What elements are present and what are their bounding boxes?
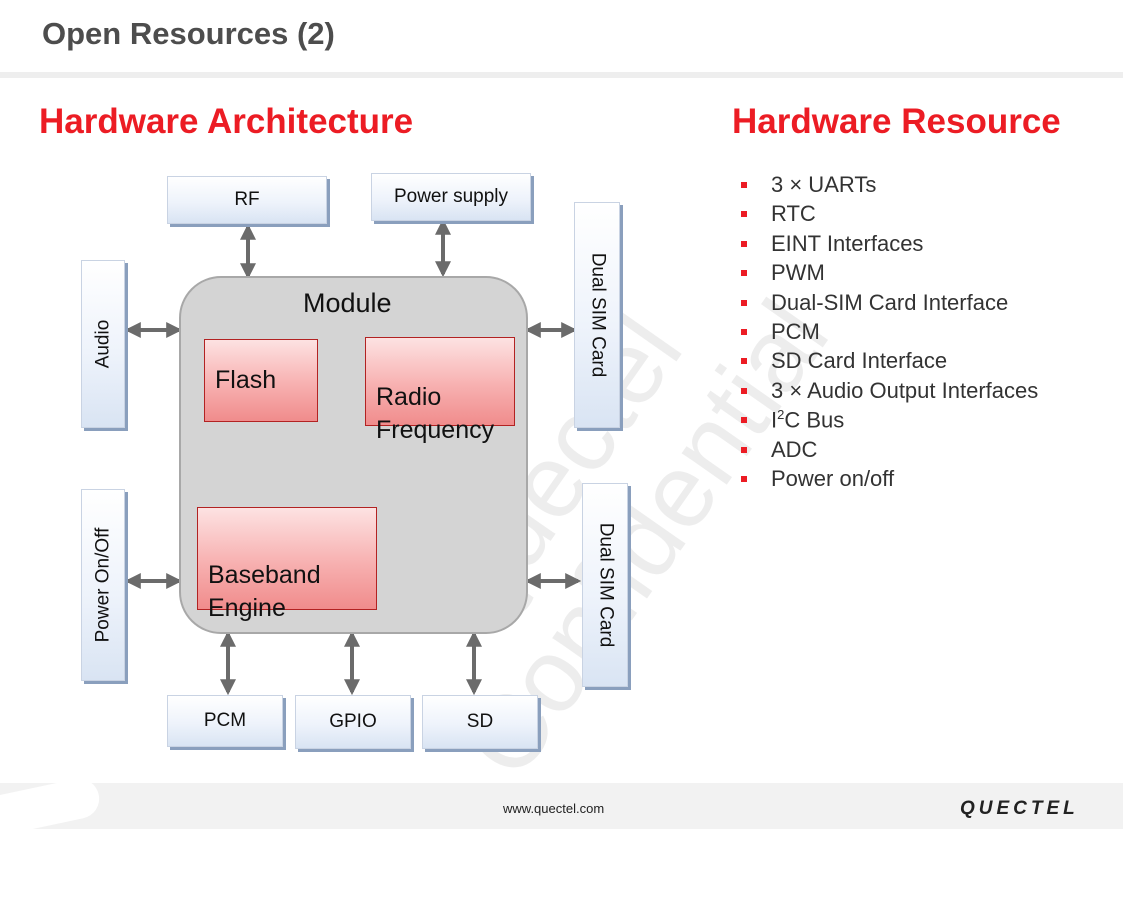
audio-box: Audio [81, 260, 125, 428]
quectel-logo: QUECTEL [960, 798, 1079, 819]
footer-bar [0, 783, 1123, 829]
pcm-label: PCM [203, 710, 247, 731]
sd-label: SD [466, 711, 494, 732]
hardware-resource-list: 3 × UARTs RTC EINT Interfaces PWM Dual-S… [740, 172, 1038, 495]
gpio-box: GPIO [295, 695, 411, 749]
baseband-engine-block: Baseband Engine [197, 507, 377, 622]
list-item-eint: EINT Interfaces [740, 231, 1038, 260]
flash-label: Flash [215, 366, 277, 394]
architecture-title: Hardware Architecture [39, 102, 414, 141]
list-item-pcm: PCM [740, 319, 1038, 348]
footer-url: www.quectel.com [503, 801, 605, 816]
list-item-pwm: PWM [740, 260, 1038, 289]
list-item-dual-sim: Dual-SIM Card Interface [740, 290, 1038, 319]
power-onoff-box: Power On/Off [81, 489, 125, 681]
list-item-rtc: RTC [740, 201, 1038, 230]
baseband-engine-label: Baseband Engine [208, 561, 321, 622]
list-item-uarts: 3 × UARTs [740, 172, 1038, 201]
power-onoff-label: Power On/Off [92, 527, 114, 643]
resources-title: Hardware Resource [732, 102, 1061, 141]
page-title: Open Resources (2) [42, 16, 335, 51]
power-supply-box: Power supply [371, 173, 531, 221]
gpio-label: GPIO [329, 711, 377, 732]
i2c-superscript: 2 [777, 407, 785, 423]
i2c-suffix: C Bus [784, 407, 845, 433]
audio-label: Audio [92, 319, 114, 369]
dual-sim-card-label-2: Dual SIM Card [595, 522, 617, 648]
module-label: Module [303, 288, 392, 318]
list-item-adc: ADC [740, 437, 1038, 466]
dual-sim-card-label-1: Dual SIM Card [587, 252, 609, 378]
rf-label: RF [234, 189, 260, 210]
dual-sim-card-box-1: Dual SIM Card [574, 202, 620, 428]
i2c-prefix: I [771, 407, 778, 433]
list-item-power-onoff: Power on/off [740, 466, 1038, 495]
power-supply-label: Power supply [393, 186, 509, 207]
rf-box: RF [167, 176, 327, 224]
flash-block: Flash [204, 339, 318, 422]
list-item-i2c-bus: I2C Bus [740, 407, 1038, 436]
sd-box: SD [422, 695, 538, 749]
list-item-audio-outputs: 3 × Audio Output Interfaces [740, 378, 1038, 407]
pcm-box: PCM [167, 695, 283, 747]
list-item-sd-card: SD Card Interface [740, 348, 1038, 377]
title-divider [0, 72, 1123, 78]
radio-frequency-label: Radio Frequency [376, 383, 495, 444]
radio-frequency-block: Radio Frequency [365, 337, 515, 444]
dual-sim-card-box-2: Dual SIM Card [582, 483, 628, 687]
